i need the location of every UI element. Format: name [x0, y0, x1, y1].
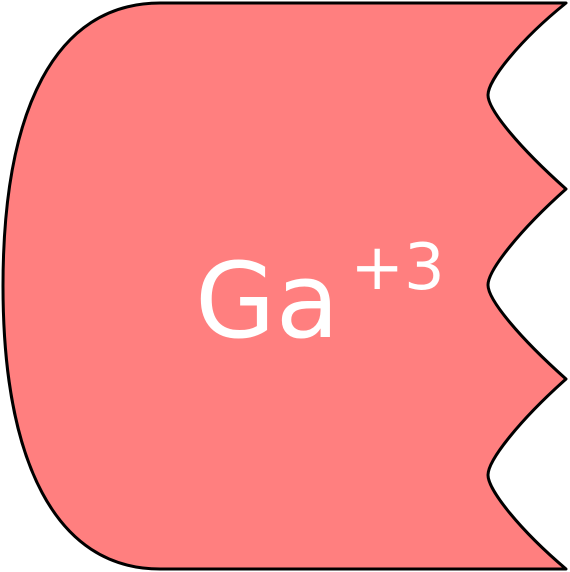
ion-label: Ga +3	[195, 231, 445, 362]
ion-charge: +3	[350, 231, 444, 305]
ion-symbol: Ga	[195, 240, 339, 362]
